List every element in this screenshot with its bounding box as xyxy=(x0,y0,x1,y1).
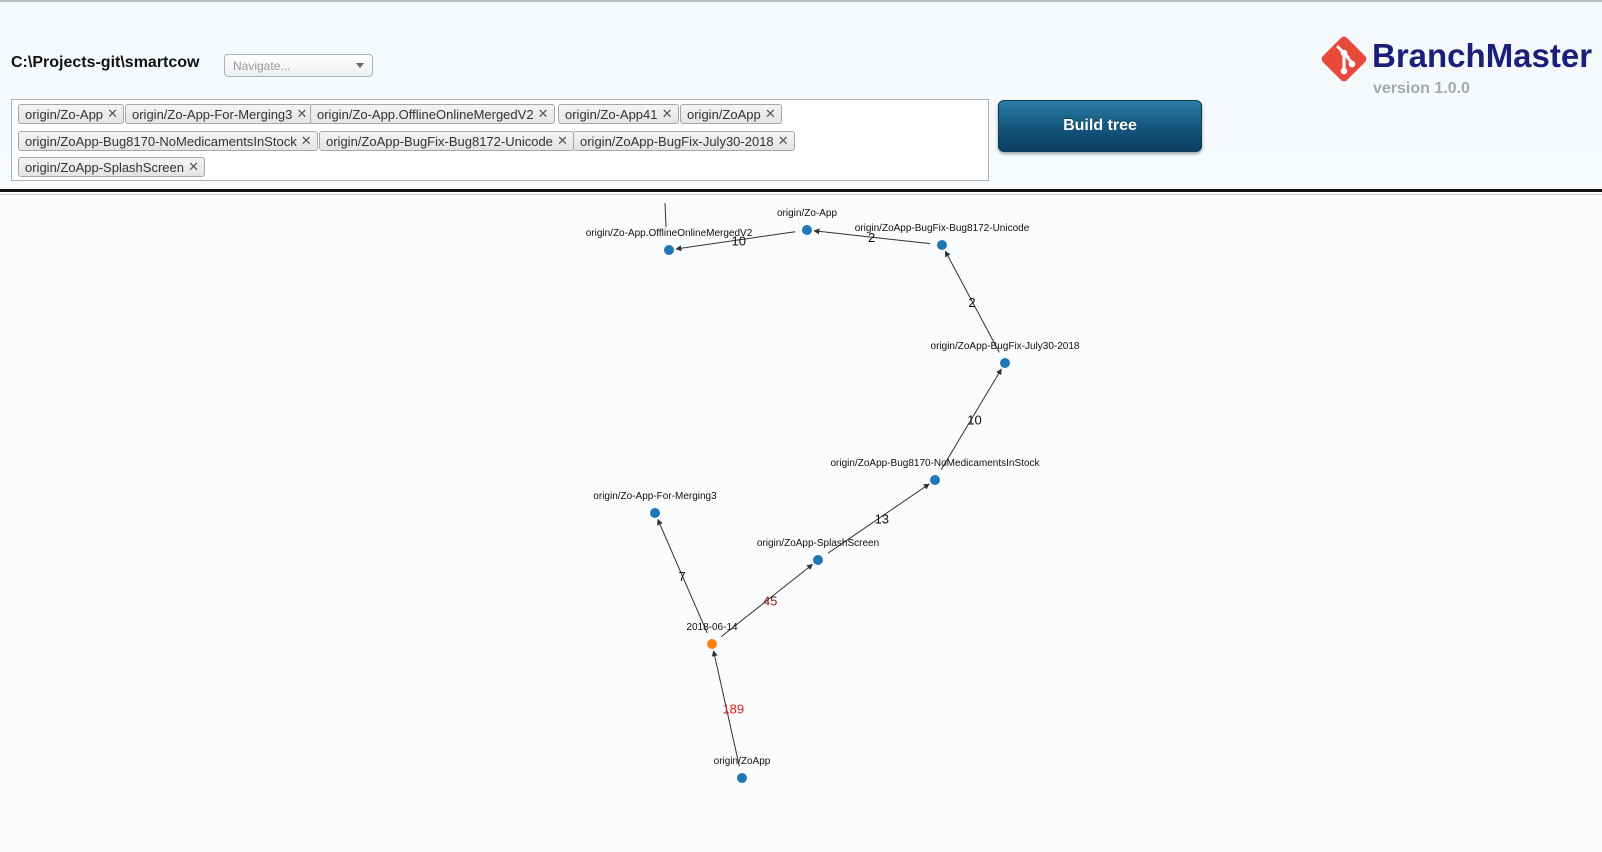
branch-node[interactable] xyxy=(737,773,747,783)
chevron-down-icon xyxy=(356,63,364,68)
graph-edge-stub xyxy=(664,202,667,228)
branch-node[interactable] xyxy=(930,475,940,485)
branch-tag-label: origin/ZoApp-Bug8170-NoMedicamentsInStoc… xyxy=(25,134,297,149)
remove-icon[interactable]: ✕ xyxy=(188,159,199,174)
edge-commit-count: 10 xyxy=(967,412,981,427)
graph-edge xyxy=(721,563,813,637)
node-label: origin/ZoApp xyxy=(714,756,771,767)
branch-tag-label: origin/Zo-App41 xyxy=(565,107,658,122)
branch-tag-label: origin/Zo-App xyxy=(25,107,104,122)
header-divider xyxy=(0,189,1602,192)
remove-icon[interactable]: ✕ xyxy=(777,133,789,148)
graph-edge xyxy=(827,483,930,554)
branch-tag: origin/ZoApp-BugFix-July30-2018✕ xyxy=(573,131,795,151)
branch-tags-input[interactable]: origin/Zo-App✕ origin/Zo-App-For-Merging… xyxy=(11,99,989,181)
node-label: origin/Zo-App.OfflineOnlineMergedV2 xyxy=(586,228,753,239)
branch-tag-label: origin/ZoApp-SplashScreen xyxy=(25,160,184,175)
branch-node[interactable] xyxy=(937,240,947,250)
repository-path: C:\Projects-git\smartcow xyxy=(11,54,200,71)
build-tree-button[interactable]: Build tree xyxy=(998,100,1202,152)
branch-node[interactable] xyxy=(813,555,823,565)
graph-edge xyxy=(711,650,740,767)
remove-icon[interactable]: ✕ xyxy=(296,106,308,121)
branch-node[interactable] xyxy=(664,245,674,255)
branch-tag: origin/Zo-App✕ xyxy=(18,104,125,124)
branch-tag: origin/ZoApp-Bug8170-NoMedicamentsInStoc… xyxy=(18,131,318,151)
merge-base-node[interactable] xyxy=(707,639,717,649)
node-label: origin/ZoApp-Bug8170-NoMedicamentsInStoc… xyxy=(831,458,1041,469)
branch-tag-label: origin/Zo-App.OfflineOnlineMergedV2 xyxy=(317,107,534,122)
remove-icon[interactable]: ✕ xyxy=(764,106,776,121)
edge-commit-count: 10 xyxy=(732,233,746,248)
remove-icon[interactable]: ✕ xyxy=(107,106,119,121)
node-label: 2018-06-14 xyxy=(686,622,738,633)
graph-edge xyxy=(657,518,708,634)
branch-node[interactable] xyxy=(1000,358,1010,368)
edge-commit-count: 45 xyxy=(763,593,777,608)
node-label: origin/ZoApp-BugFix-July30-2018 xyxy=(931,341,1080,352)
remove-icon[interactable]: ✕ xyxy=(537,106,549,121)
graph-edge xyxy=(940,368,1002,470)
branch-tag: origin/ZoApp✕ xyxy=(680,104,782,124)
brand-name: BranchMaster xyxy=(1372,37,1593,74)
remove-icon[interactable]: ✕ xyxy=(300,133,312,148)
edge-commit-count: 7 xyxy=(679,569,686,584)
branch-node[interactable] xyxy=(650,508,660,518)
branch-tag: origin/ZoApp-BugFix-Bug8172-Unicode ✕ xyxy=(319,131,574,151)
node-label: origin/Zo-App xyxy=(777,208,837,219)
navigate-dropdown[interactable]: Navigate... xyxy=(224,54,373,77)
branch-tag-label: origin/ZoApp-BugFix-Bug8172-Unicode xyxy=(326,134,553,149)
graph-edge xyxy=(944,250,1000,353)
window-top-border xyxy=(0,0,1602,2)
edge-commit-count: 2 xyxy=(868,230,875,245)
node-label: origin/ZoApp-BugFix-Bug8172-Unicode xyxy=(855,223,1030,234)
branch-tag: origin/ZoApp-SplashScreen ✕ xyxy=(18,157,205,177)
branch-node[interactable] xyxy=(802,225,812,235)
branch-tag-label: origin/Zo-App-For-Merging3 xyxy=(132,107,293,122)
branch-tag: origin/Zo-App-For-Merging3✕ xyxy=(125,104,314,124)
header-panel: C:\Projects-git\smartcow Navigate... ori… xyxy=(0,2,1602,189)
node-label: origin/Zo-App-For-Merging3 xyxy=(593,491,717,502)
edge-commit-count: 2 xyxy=(968,295,975,310)
remove-icon[interactable]: ✕ xyxy=(557,133,568,148)
navigate-placeholder: Navigate... xyxy=(233,59,291,73)
edge-commit-count: 13 xyxy=(875,512,889,527)
git-logo-icon xyxy=(1321,36,1367,82)
graph-edge xyxy=(675,231,796,252)
branch-tag: origin/Zo-App41✕ xyxy=(558,104,679,124)
header-divider-light xyxy=(0,194,1602,195)
brand-version: version 1.0.0 xyxy=(1373,80,1470,97)
graph-edge xyxy=(813,228,931,245)
branch-tag-label: origin/ZoApp xyxy=(687,107,761,122)
branch-tree-graph[interactable]: 189 7 45 13 10 2 2 10 origin/Zo-App.OfflineOnli… xyxy=(0,195,1602,852)
node-label: origin/ZoApp-SplashScreen xyxy=(757,538,879,549)
branch-tag: origin/Zo-App.OfflineOnlineMergedV2✕ xyxy=(310,104,555,124)
branch-tag-label: origin/ZoApp-BugFix-July30-2018 xyxy=(580,134,774,149)
remove-icon[interactable]: ✕ xyxy=(661,106,673,121)
edge-commit-count: 189 xyxy=(722,702,744,717)
